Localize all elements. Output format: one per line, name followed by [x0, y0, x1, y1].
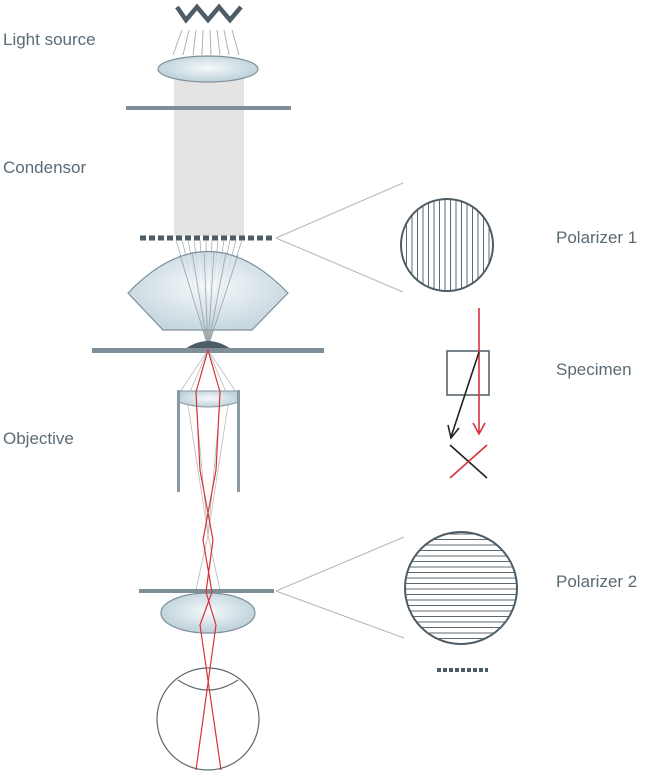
eye-lens [177, 679, 239, 691]
blocked-light-x-icon [449, 444, 488, 479]
label-polarizer-2: Polarizer 2 [556, 572, 638, 591]
objective-tube-right [237, 390, 240, 492]
eyepiece-lens [160, 592, 256, 634]
objective-rays [179, 349, 237, 591]
specimen-box [446, 350, 490, 396]
objective-lens [177, 390, 240, 408]
condenser-lens [127, 251, 289, 331]
condenser-inner-rays [179, 250, 239, 348]
zoom-lines [275, 182, 405, 639]
label-specimen: Specimen [556, 360, 632, 379]
eye [156, 667, 260, 771]
specimen-sample [185, 341, 231, 349]
objective-tube-left [177, 390, 180, 492]
label-polarizer-1: Polarizer 1 [556, 228, 638, 247]
rotated-light-arrow [447, 351, 480, 440]
label-objective: Objective [3, 429, 74, 448]
incident-light-arrow [472, 308, 486, 436]
polarizer-1-detail [400, 198, 494, 292]
light-source-filament-icon [175, 3, 243, 24]
light-rays [172, 29, 240, 56]
image-rays [195, 349, 222, 771]
polarizer-2-detail [404, 531, 518, 645]
field-diaphragm [126, 106, 291, 110]
label-condensor: Condensor [3, 158, 87, 177]
collector-lens [157, 55, 259, 83]
label-light-source: Light source [3, 30, 96, 49]
light-beam [174, 78, 244, 236]
